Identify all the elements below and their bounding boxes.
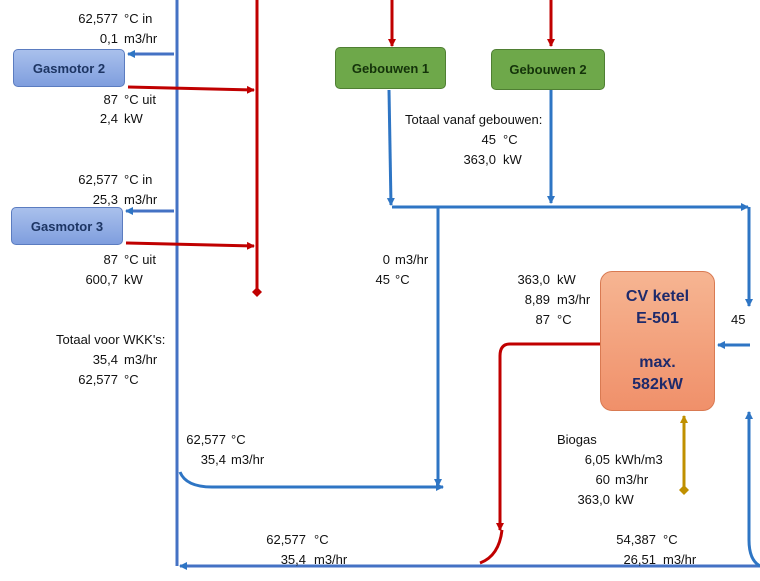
- wkk-total-label: Totaal voor WKK's:: [56, 332, 166, 347]
- bottom-mid-temp-unit: °C: [314, 532, 329, 547]
- buildings-total-power-unit: kW: [503, 152, 522, 167]
- bottom-mid-flow-value: 35,4: [280, 552, 306, 567]
- bypass-flow-unit: m3/hr: [395, 252, 429, 267]
- cv-ketel-max-label: max.: [639, 354, 676, 371]
- gm2-in-flow-value: 0,1: [99, 31, 118, 46]
- biogas-energy-unit: kWh/m3: [615, 452, 663, 467]
- gm2-in-temp-value: 62,577: [78, 11, 118, 26]
- buildings-total-temp-value: 45: [481, 132, 496, 147]
- biogas-energy-value: 6,05: [584, 452, 610, 467]
- buildings-total-temp-unit: °C: [503, 132, 518, 147]
- mid-left-temp-value: 62,577: [186, 432, 226, 447]
- buildings-total-power-value: 363,0: [463, 152, 496, 167]
- gm3-in-flow-value: 25,3: [92, 192, 118, 207]
- cv-ketel-block[interactable]: CV ketel E-501 max. 582kW: [600, 271, 715, 411]
- boiler-out-temp-unit: °C: [557, 312, 572, 327]
- gm2-out-temp-unit: °C uit: [124, 92, 156, 107]
- bottom-mid-temp-value: 62,577: [266, 532, 306, 547]
- boiler-out-power-unit: kW: [557, 272, 576, 287]
- gasmotor-3-block[interactable]: Gasmotor 3: [11, 207, 123, 245]
- bottom-right-temp-value: 54,387: [616, 532, 656, 547]
- gm2-outlet-pipe: [127, 85, 255, 94]
- right-edge-temp: 45: [731, 312, 746, 327]
- gm3-outlet-pipe: [125, 241, 255, 250]
- gebouwen-1-block[interactable]: Gebouwen 1: [335, 47, 446, 89]
- gm3-out-temp-value: 87: [103, 252, 118, 267]
- mid-left-temp-unit: °C: [231, 432, 246, 447]
- gm3-power-unit: kW: [124, 272, 143, 287]
- gm3-power-value: 600,7: [85, 272, 118, 287]
- mid-left-flow-unit: m3/hr: [231, 452, 265, 467]
- bottom-right-flow-value: 26,51: [623, 552, 656, 567]
- gasmotor-2-block[interactable]: Gasmotor 2: [13, 49, 125, 87]
- boiler-outlet-pipe: [496, 342, 601, 531]
- bottom-right-flow-unit: m3/hr: [663, 552, 697, 567]
- gm2-power-unit: kW: [124, 111, 143, 126]
- bypass-return-pipe: [178, 471, 444, 491]
- bottom-mid-flow-unit: m3/hr: [314, 552, 348, 567]
- wkk-total-temp-unit: °C: [124, 372, 139, 387]
- cv-ketel-max-value: 582kW: [632, 376, 683, 393]
- gm3-in-temp-unit: °C in: [124, 172, 153, 187]
- bypass-temp-value: 45: [375, 272, 390, 287]
- gm3-in-flow-unit: m3/hr: [124, 192, 158, 207]
- right-lower-pipe: [745, 411, 760, 568]
- buildings-total-label: Totaal vanaf gebouwen:: [405, 112, 543, 127]
- gm2-out-temp-value: 87: [103, 92, 118, 107]
- gebouwen-2-block[interactable]: Gebouwen 2: [491, 49, 605, 90]
- wkk-total-flow-value: 35,4: [92, 352, 118, 367]
- gm2-in-flow-unit: m3/hr: [124, 31, 158, 46]
- boiler-out-power-value: 363,0: [517, 272, 550, 287]
- gebouwen1-return-pipe: [386, 89, 395, 206]
- biogas-label: Biogas: [557, 432, 597, 447]
- bypass-temp-unit: °C: [395, 272, 410, 287]
- wkk-total-flow-unit: m3/hr: [124, 352, 158, 367]
- biogas-power-value: 363,0: [577, 492, 610, 507]
- boiler-outlet-mix-pipe: [479, 529, 504, 565]
- gm2-power-value: 2,4: [99, 111, 118, 126]
- cv-ketel-title: CV ketel: [625, 288, 690, 305]
- gm2-in-temp-unit: °C in: [124, 11, 153, 26]
- boiler-out-flow-unit: m3/hr: [557, 292, 591, 307]
- gm3-in-temp-value: 62,577: [78, 172, 118, 187]
- biogas-flow-value: 60: [595, 472, 610, 487]
- biogas-flow-unit: m3/hr: [615, 472, 649, 487]
- bottom-right-temp-unit: °C: [663, 532, 678, 547]
- biogas-power-unit: kW: [615, 492, 634, 507]
- bypass-flow-value: 0: [382, 252, 390, 267]
- wkk-total-temp-value: 62,577: [78, 372, 118, 387]
- boiler-out-temp-value: 87: [535, 312, 550, 327]
- cv-ketel-id: E-501: [636, 310, 679, 327]
- mid-left-flow-value: 35,4: [200, 452, 226, 467]
- gm3-out-temp-unit: °C uit: [124, 252, 156, 267]
- boiler-out-flow-value: 8,89: [524, 292, 550, 307]
